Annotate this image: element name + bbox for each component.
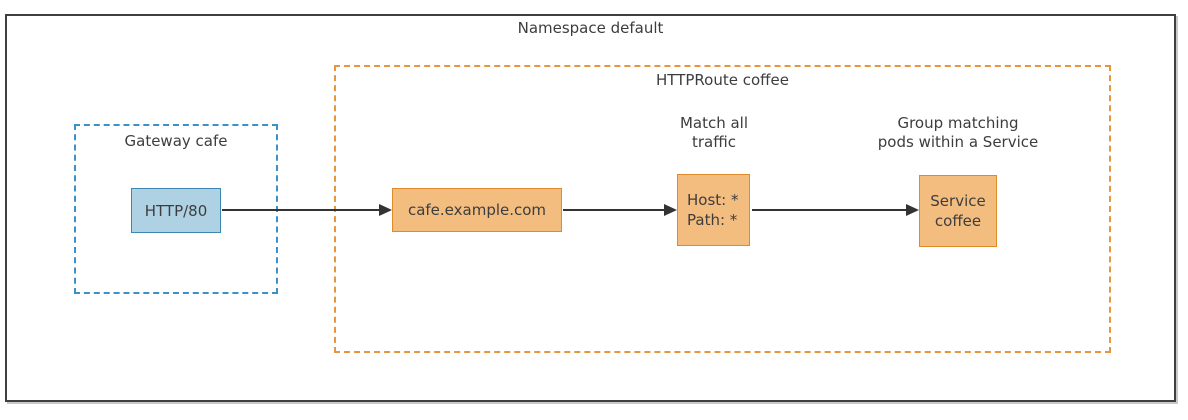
node-gateway-listener: HTTP/80 [131, 188, 221, 233]
arrow-listener-to-hostname [222, 204, 392, 216]
httproute-group-label: HTTPRoute coffee [656, 71, 789, 89]
node-service-label-line: Service [930, 192, 986, 210]
service-caption: Group matching pods within a Service [873, 114, 1043, 152]
arrowhead-right-icon [379, 204, 392, 216]
node-hostname: cafe.example.com [392, 188, 562, 232]
match-caption-line: Match all [679, 114, 749, 132]
arrow-hostname-to-match [563, 204, 677, 216]
node-gateway-listener-label: HTTP/80 [144, 201, 208, 220]
node-match-rule: Host: * Path: * [677, 174, 750, 246]
arrow-shaft [563, 209, 667, 211]
node-match-host-line: Host: * [687, 191, 739, 209]
node-service: Service coffee [919, 175, 997, 247]
service-caption-line: Group matching [897, 114, 1019, 132]
match-caption-line: traffic [692, 133, 736, 151]
arrowhead-right-icon [664, 204, 677, 216]
namespace-label: Namespace default [517, 19, 664, 37]
gateway-group-label: Gateway cafe [124, 132, 228, 150]
node-match-path-line: Path: * [687, 211, 738, 229]
arrow-shaft [752, 209, 909, 211]
arrow-match-to-service [752, 204, 919, 216]
match-caption: Match all traffic [634, 114, 794, 152]
arrowhead-right-icon [906, 204, 919, 216]
arrow-shaft [222, 209, 382, 211]
node-service-label-line: coffee [934, 212, 982, 230]
service-caption-line: pods within a Service [877, 133, 1039, 151]
node-hostname-label: cafe.example.com [407, 201, 547, 219]
